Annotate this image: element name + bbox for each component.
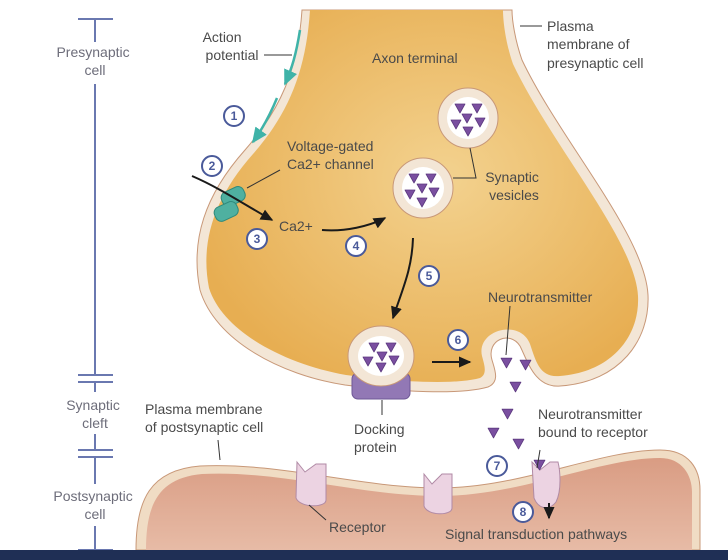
receptor-left [295, 460, 327, 507]
label-receptor: Receptor [329, 519, 386, 535]
svg-text:5: 5 [426, 269, 433, 283]
receptor-bound [531, 459, 561, 509]
step-8: 8 [512, 501, 534, 523]
label-nt-bound-receptor: Neurotransmitter bound to receptor [538, 406, 648, 440]
process-arrows [191, 175, 555, 520]
step-7: 7 [486, 455, 508, 477]
step-4: 4 [345, 235, 367, 257]
step-6: 6 [447, 329, 469, 351]
svg-text:6: 6 [455, 333, 462, 347]
action-potential-arrows [251, 29, 302, 144]
label-neurotransmitter: Neurotransmitter [488, 289, 593, 305]
label-signal-transduction: Signal transduction pathways [445, 526, 627, 542]
scale-bar [78, 18, 113, 551]
arrow-step-4 [321, 217, 387, 232]
label-action-potential: Action potential [203, 29, 259, 63]
label-synaptic-cleft: Synaptic cleft [66, 397, 124, 431]
label-plasma-membrane-presynaptic: Plasma membrane of presynaptic cell [547, 18, 644, 71]
step-5: 5 [418, 265, 440, 287]
label-postsynaptic-cell: Postsynaptic cell [53, 488, 136, 522]
step-2: 2 [201, 155, 223, 177]
label-plasma-membrane-postsynaptic: Plasma membrane of postsynaptic cell [145, 401, 266, 435]
label-presynaptic-cell: Presynaptic cell [56, 44, 133, 78]
docked-vesicle [347, 325, 415, 387]
ca-influx-arrow [191, 175, 274, 221]
label-ca-ion: Ca2+ [279, 218, 313, 234]
synaptic-vesicle-middle [392, 157, 454, 219]
receptor-middle [423, 472, 453, 515]
svg-text:4: 4 [353, 239, 360, 253]
synaptic-vesicle-top [437, 87, 499, 149]
svg-text:1: 1 [231, 109, 238, 123]
step-1: 1 [223, 105, 245, 127]
step-markers: 1 2 3 4 5 6 7 8 [201, 105, 534, 523]
footer-bar [0, 550, 728, 560]
step-3: 3 [246, 228, 268, 250]
label-synaptic-vesicles: Synaptic vesicles [485, 169, 543, 203]
arrow-step-5 [391, 237, 414, 320]
label-docking-protein: Docking protein [354, 421, 408, 455]
svg-text:7: 7 [494, 459, 501, 473]
svg-text:2: 2 [209, 159, 216, 173]
leader-lines [217, 25, 542, 521]
svg-text:3: 3 [254, 232, 261, 246]
svg-text:8: 8 [520, 505, 527, 519]
label-voltage-gated-channel: Voltage-gated Ca2+ channel [287, 138, 377, 172]
label-axon-terminal: Axon terminal [372, 50, 458, 66]
